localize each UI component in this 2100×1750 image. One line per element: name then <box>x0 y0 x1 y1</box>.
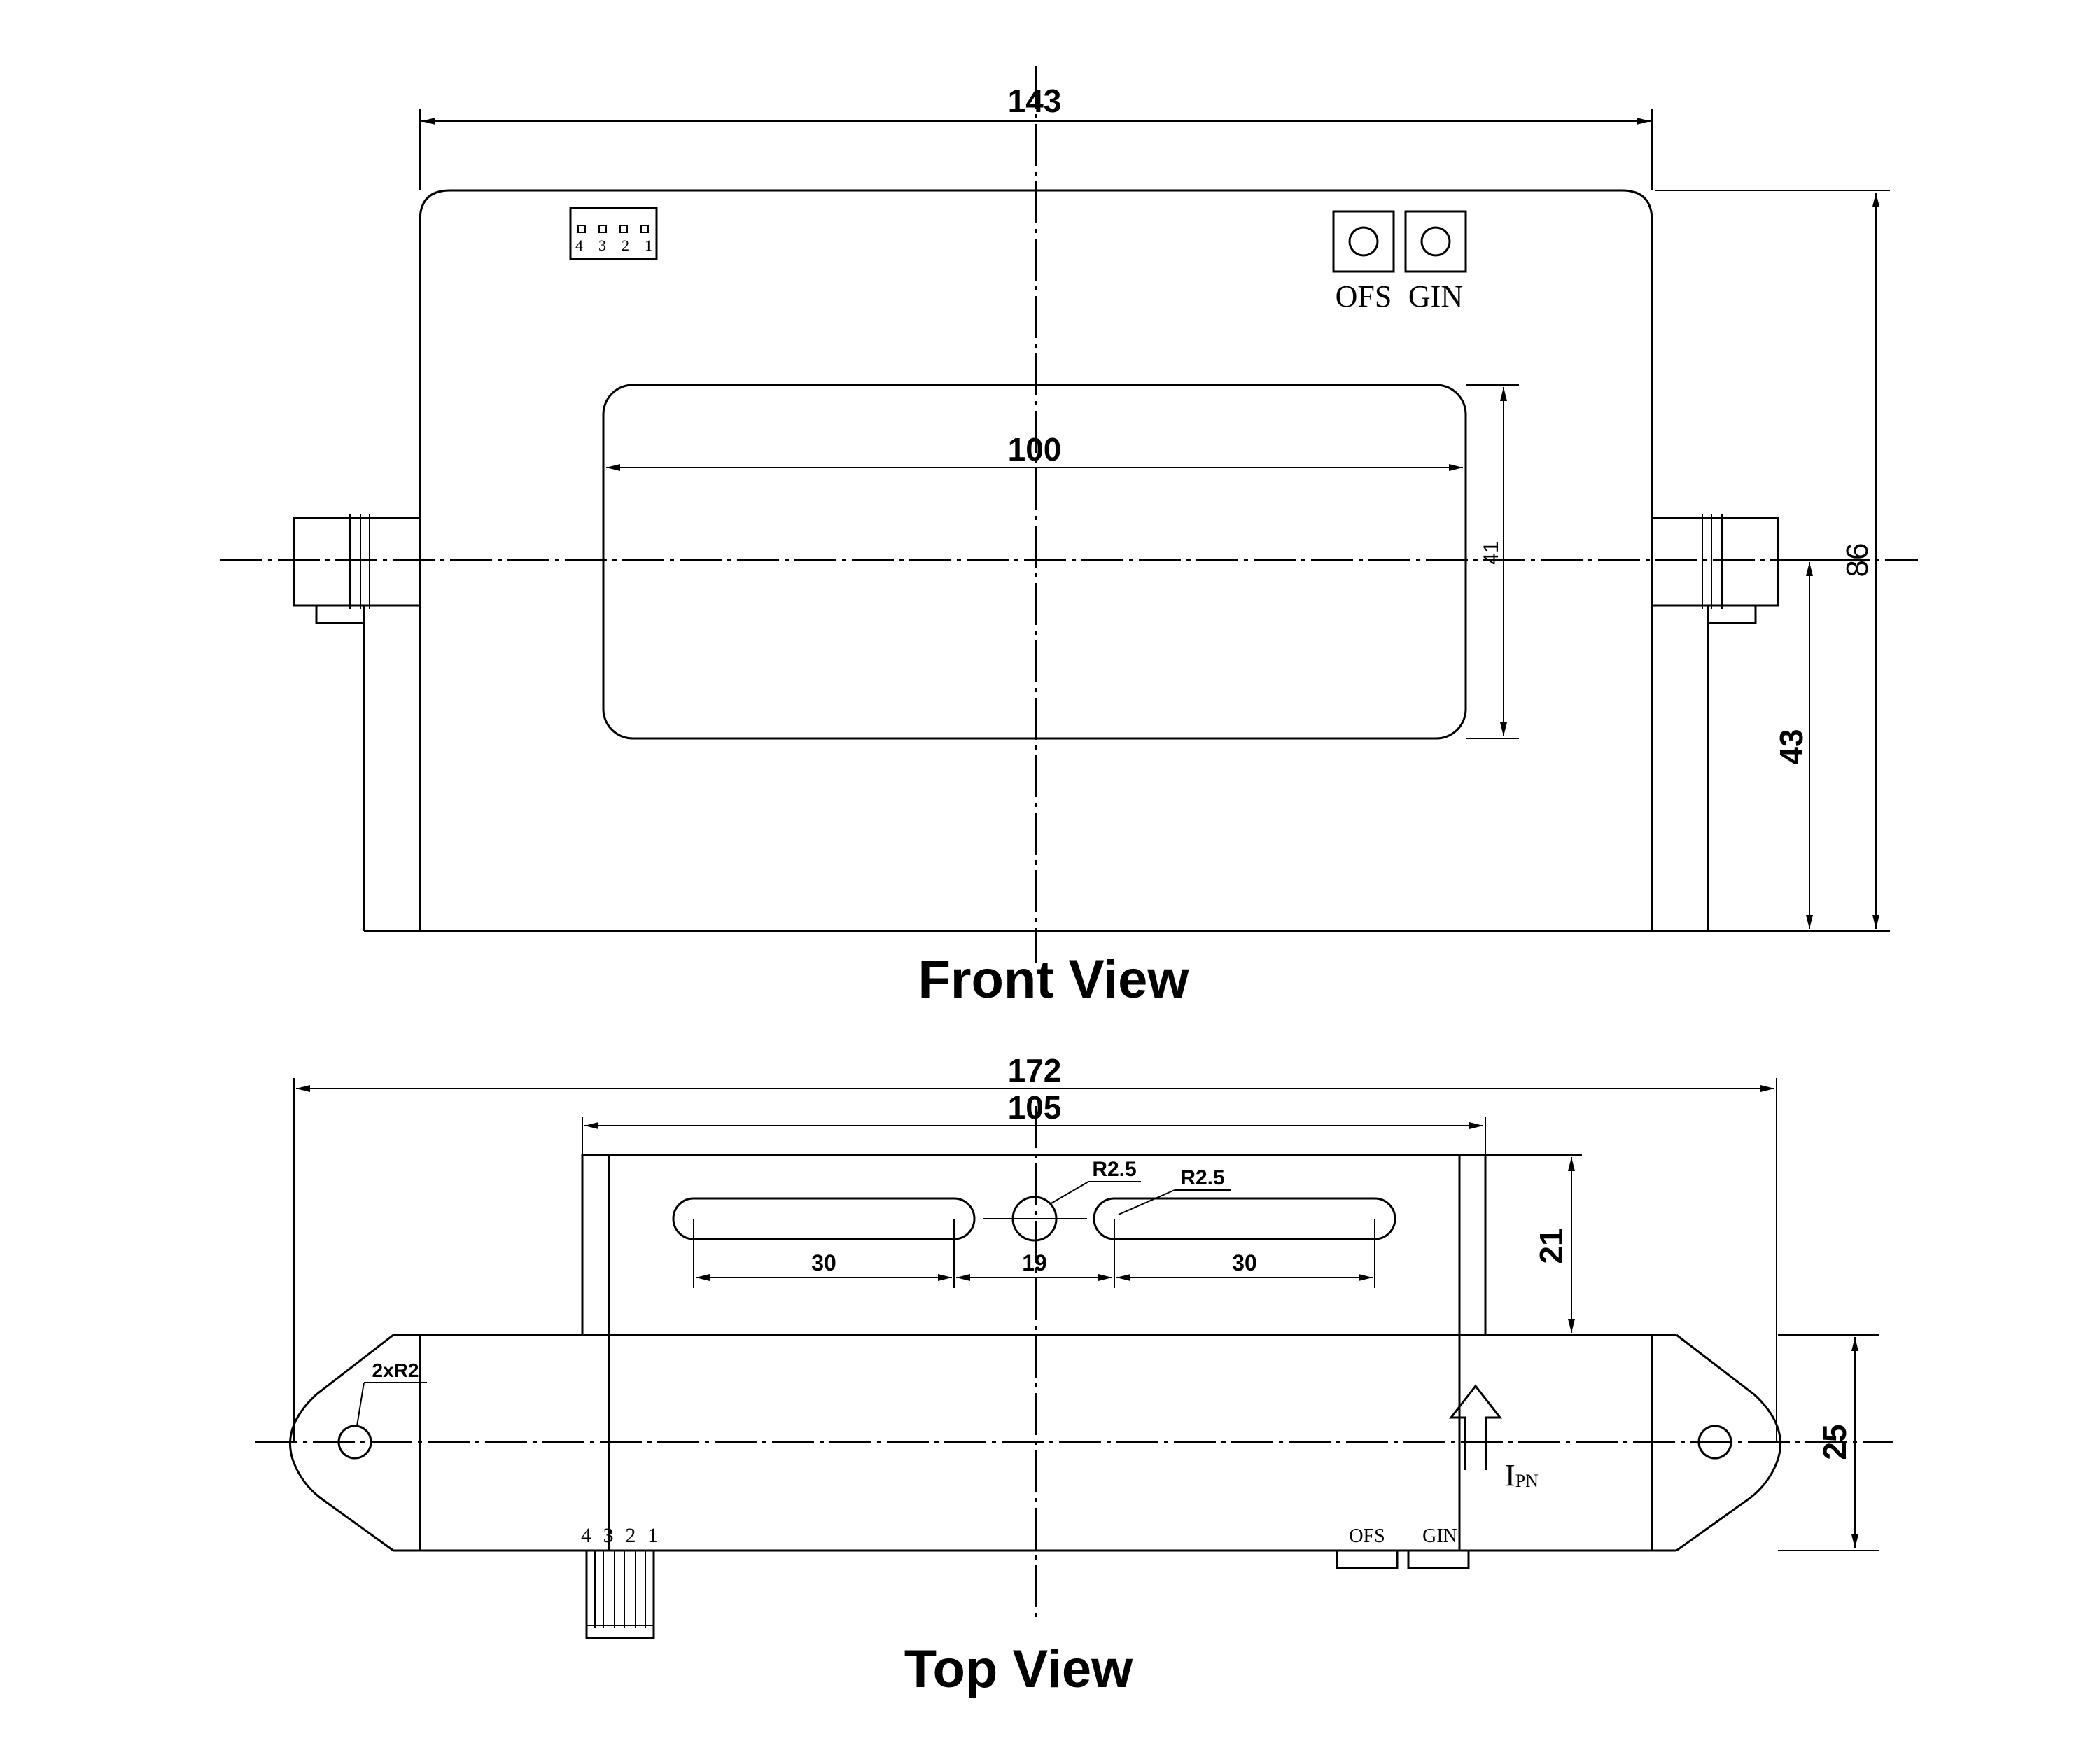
dim-mount-holes: 2xR2 <box>372 1359 419 1381</box>
current-subscript: PN <box>1516 1471 1539 1491</box>
dim-overall-width: 143 <box>1008 83 1062 119</box>
dim-overall-height: 86 <box>1840 543 1875 578</box>
top-right-mount-ear <box>1676 1334 1782 1552</box>
top-gin-potentiometer <box>1407 1549 1470 1569</box>
dim-hole-radius: R2.5 <box>1092 1158 1136 1181</box>
front-ofs-potentiometer <box>1332 210 1395 273</box>
top-base-plate <box>581 1154 1487 1336</box>
front-gin-potentiometer <box>1404 210 1467 273</box>
dim-body-depth: 25 <box>1816 1424 1853 1460</box>
dim-base-height: 21 <box>1533 1228 1569 1264</box>
current-label: IPN <box>1505 1458 1539 1492</box>
top-ofs-potentiometer <box>1336 1549 1399 1569</box>
front-gin-label: GIN <box>1408 279 1463 314</box>
top-connector <box>585 1549 655 1639</box>
dim-overall-length: 172 <box>1008 1052 1062 1088</box>
dim-window-height: 41 <box>1480 541 1503 564</box>
top-ofs-label: OFS <box>1349 1525 1385 1547</box>
dim-center-height: 43 <box>1773 729 1809 764</box>
front-ofs-label: OFS <box>1336 279 1392 314</box>
front-view-title: Front View <box>918 950 1189 1009</box>
top-gin-label: GIN <box>1422 1525 1457 1547</box>
dim-slot-radius: R2.5 <box>1180 1166 1224 1189</box>
front-right-mount-tab <box>1651 514 1779 624</box>
front-view: 4 3 2 1 OFS GIN 143 100 41 86 <box>220 66 1918 1009</box>
current-direction-arrow <box>1448 1384 1503 1470</box>
front-left-mount-tab <box>293 514 421 624</box>
front-connector: 4 3 2 1 <box>569 206 658 260</box>
dim-window-width: 100 <box>1008 431 1062 468</box>
top-left-slot <box>672 1197 976 1240</box>
dim-slot-gap: 19 <box>1022 1250 1047 1275</box>
dim-slot-right: 30 <box>1232 1250 1257 1275</box>
front-primary-window <box>602 384 1467 740</box>
top-right-mount-hole <box>1698 1424 1732 1460</box>
top-right-slot <box>1093 1197 1396 1240</box>
top-view-title: Top View <box>904 1639 1133 1699</box>
top-view: 4 3 2 1 OFS GIN IPN 172 105 30 19 30 R <box>255 1052 1893 1699</box>
front-housing-outline <box>419 189 1653 931</box>
front-connector-pin-labels: 4 3 2 1 <box>575 237 652 254</box>
top-left-mount-ear <box>288 1334 394 1552</box>
top-connector-pin-labels: 4 3 2 1 <box>581 1524 658 1547</box>
dim-slot-left: 30 <box>811 1250 836 1275</box>
dim-base-length: 105 <box>1008 1089 1062 1126</box>
top-left-mount-hole <box>337 1424 372 1460</box>
